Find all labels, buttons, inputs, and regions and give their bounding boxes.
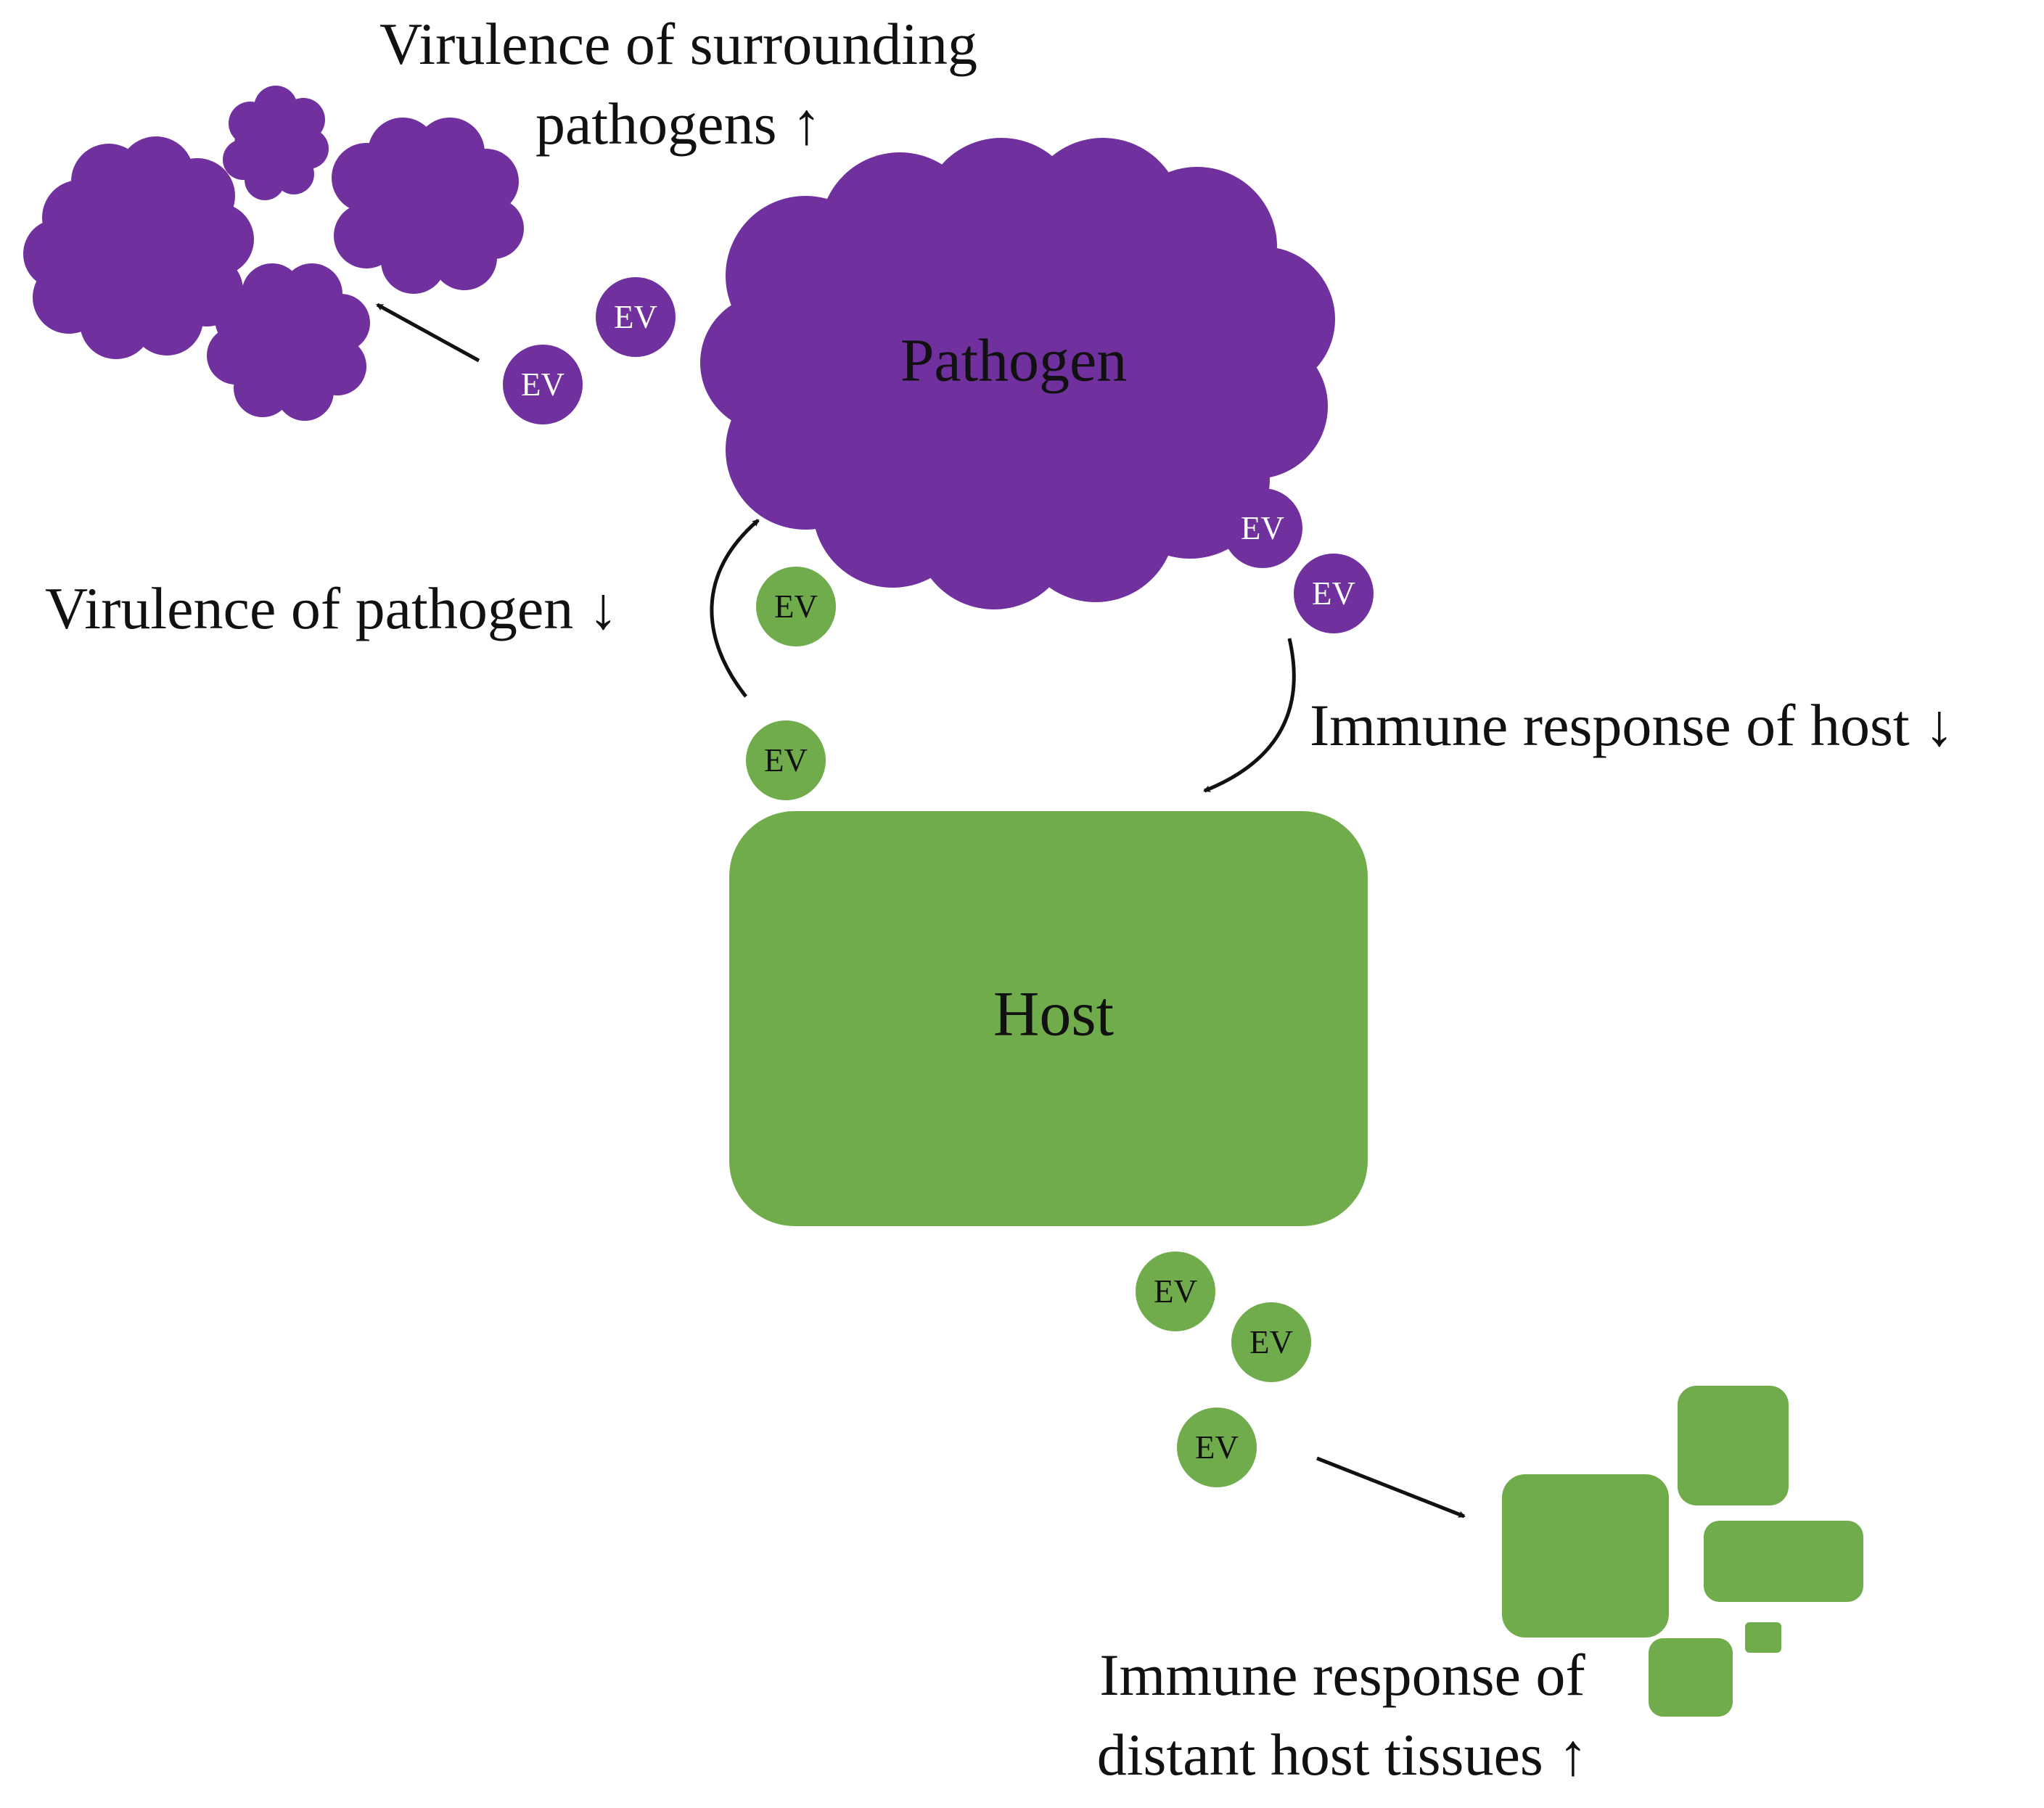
- distant-host-tissues: [1502, 1386, 1863, 1717]
- pathogen-cloud: [700, 138, 1335, 609]
- arrow-host-to-pathogen: [710, 519, 760, 698]
- ev-label: EV: [774, 588, 818, 625]
- host-immune-label: Immune response of host ↓: [1310, 692, 1954, 758]
- pathogen-virulence-label: Virulence of pathogen ↓: [45, 575, 618, 641]
- distant-immune-line1: Immune response of: [1099, 1642, 1585, 1708]
- ev-label: EV: [1249, 1324, 1293, 1360]
- arrow-to-surrounding-pathogens: [376, 303, 480, 363]
- ev-vesicle: EV: [503, 345, 583, 424]
- distant-immune-line2: distant host tissues ↑: [1097, 1722, 1588, 1788]
- ev-vesicle: EV: [596, 277, 676, 357]
- ev-label: EV: [764, 742, 808, 778]
- ev-label: EV: [1195, 1429, 1239, 1466]
- ev-vesicle: EV: [1136, 1252, 1215, 1331]
- arrow-to-distant-tissues: [1316, 1456, 1466, 1519]
- host-label: Host: [993, 979, 1114, 1050]
- ev-vesicle: EV: [1177, 1408, 1257, 1487]
- host-box: [729, 811, 1368, 1226]
- ev-label: EV: [521, 366, 565, 403]
- ev-label: EV: [1241, 510, 1284, 546]
- ev-vesicle: EV: [746, 720, 826, 800]
- pathogen-label: Pathogen: [900, 327, 1128, 395]
- ev-vesicle: EV: [1294, 554, 1374, 633]
- arrow-pathogen-to-host: [1203, 638, 1296, 793]
- surrounding-virulence-line1: Virulence of surrounding: [379, 11, 977, 77]
- ev-label: EV: [1154, 1273, 1197, 1310]
- surrounding-pathogen-bottom: [207, 263, 370, 421]
- ev-label: EV: [614, 299, 657, 335]
- ev-vesicle: EV: [1231, 1302, 1311, 1382]
- surrounding-pathogen-large: [23, 136, 254, 359]
- ev-label: EV: [1312, 575, 1355, 612]
- surrounding-pathogen-small: [223, 86, 329, 200]
- surrounding-virulence-line2: pathogens ↑: [535, 91, 821, 157]
- ev-vesicle: EV: [1223, 488, 1302, 568]
- surrounding-pathogen-medium: [332, 118, 524, 294]
- ev-vesicle: EV: [756, 567, 836, 646]
